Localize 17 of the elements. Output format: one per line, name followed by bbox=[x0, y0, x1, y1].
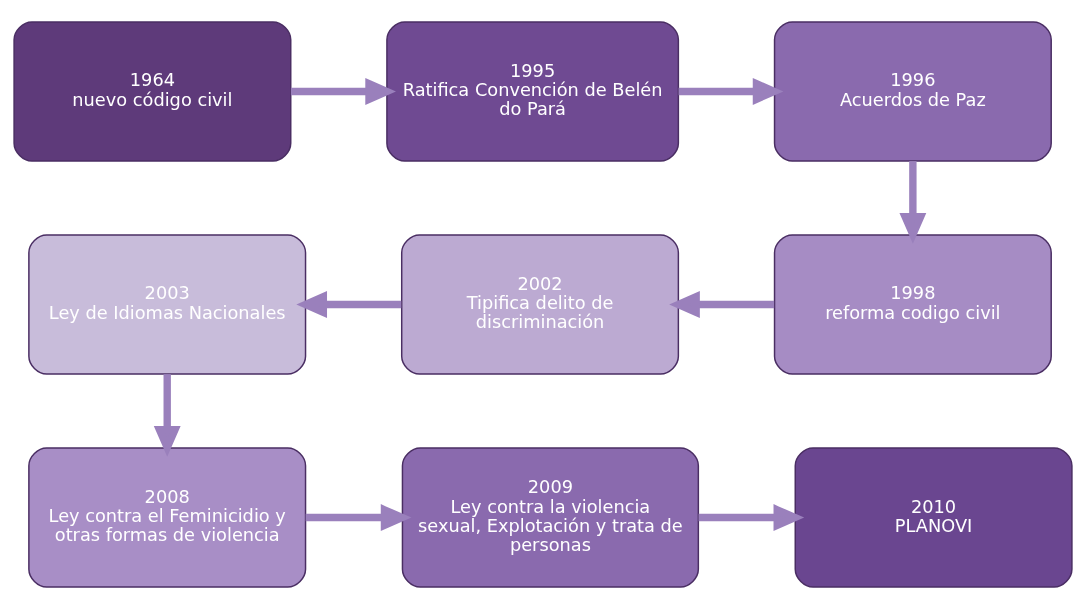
node-box: 2009 Ley contra la violencia sexual, Explotación y trata de personas bbox=[401, 447, 700, 588]
node-box: 2008 Ley contra el Feminicidio y otras formas de violencia bbox=[28, 447, 307, 588]
arrow bbox=[153, 374, 181, 457]
node-box: 1964 nuevo código civil bbox=[13, 21, 292, 162]
node-box: 2002 Tipifica delito de discriminación bbox=[400, 234, 680, 375]
node-box: 2010 PLANOVI bbox=[794, 447, 1073, 588]
arrow bbox=[899, 161, 927, 244]
arrow bbox=[290, 78, 396, 105]
node-box: 1995 Ratifica Convención de Belén do Pará bbox=[386, 21, 680, 162]
node-box: 1996 Acuerdos de Paz bbox=[773, 21, 1052, 162]
arrow bbox=[678, 78, 784, 105]
node-box: 2003 Ley de Idiomas Nacionales bbox=[28, 234, 307, 375]
arrow bbox=[698, 504, 805, 531]
node-box: 1998 reforma codigo civil bbox=[773, 234, 1052, 375]
arrow bbox=[669, 291, 775, 318]
arrow bbox=[296, 291, 402, 318]
arrow bbox=[305, 504, 412, 531]
